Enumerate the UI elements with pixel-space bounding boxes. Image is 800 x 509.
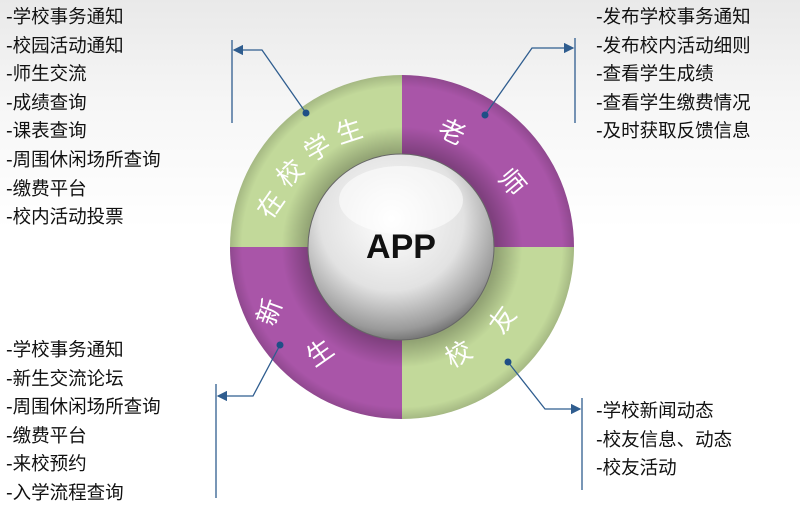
list-item: -课表查询 (6, 121, 87, 143)
connector-students (232, 44, 307, 114)
teachers-feature-list: -发布学校事务通知 -发布校内活动细则 -查看学生成绩 -查看学生缴费情况 -及… (596, 4, 751, 147)
list-item: -周围休闲场所查询 (6, 397, 161, 419)
list-item: -查看学生成绩 (596, 64, 714, 86)
students-feature-list: -学校事务通知 -校园活动通知 -师生交流 -成绩查询 -课表查询 -周围休闲场… (6, 4, 161, 233)
list-item: -新生交流论坛 (6, 368, 124, 390)
list-item: -来校预约 (6, 454, 87, 476)
center-label: APP (366, 228, 436, 266)
list-item: -缴费平台 (6, 178, 87, 200)
list-item: -成绩查询 (6, 92, 87, 114)
freshmen-feature-list: -学校事务通知 -新生交流论坛 -周围休闲场所查询 -缴费平台 -来校预约 -入… (6, 337, 161, 509)
list-item: -学校新闻动态 (596, 401, 714, 422)
list-item: -入学流程查询 (6, 482, 124, 504)
list-item: -校内活动投票 (6, 207, 124, 229)
list-item: -学校事务通知 (6, 340, 124, 361)
connector-freshmen (216, 344, 281, 402)
list-item: -及时获取反馈信息 (596, 121, 751, 143)
list-item: -缴费平台 (6, 425, 87, 447)
list-item: -师生交流 (6, 64, 87, 86)
list-item: -学校事务通知 (6, 7, 124, 28)
list-item: -查看学生缴费情况 (596, 92, 751, 114)
list-item: -周围休闲场所查询 (6, 149, 161, 171)
list-item: -校园活动通知 (6, 35, 124, 57)
list-item: -校友活动 (596, 458, 677, 480)
list-item: -发布校内活动细则 (596, 35, 751, 57)
alumni-feature-list: -学校新闻动态 -校友信息、动态 -校友活动 (596, 398, 732, 484)
list-item: -发布学校事务通知 (596, 7, 751, 28)
list-item: -校友信息、动态 (596, 429, 733, 451)
connector-alumni (507, 361, 582, 415)
connector-teachers (484, 42, 575, 116)
